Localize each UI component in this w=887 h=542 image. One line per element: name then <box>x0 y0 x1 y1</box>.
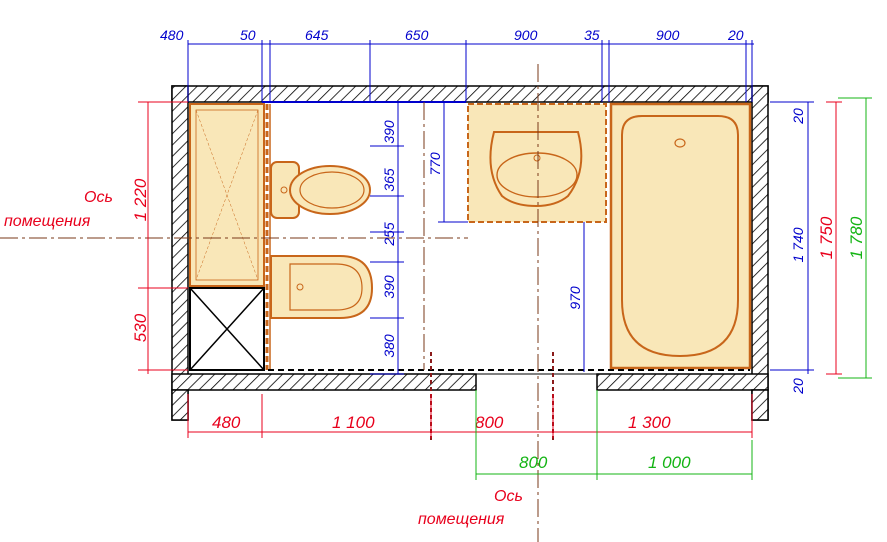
bottom-dimension-chain-red <box>187 394 753 438</box>
dim-right-20-top: 20 <box>790 108 806 125</box>
dim-bottom-green-800: 800 <box>519 453 548 472</box>
wall-right <box>751 85 769 421</box>
dim-left-530: 530 <box>131 313 150 342</box>
fixture-dimension-chain <box>370 101 404 375</box>
toilet <box>270 161 371 219</box>
dim-right-1780: 1 780 <box>847 216 866 259</box>
shaft-box <box>189 287 265 371</box>
axis-label-left-2: помещения <box>4 213 91 230</box>
wall-top <box>171 85 769 103</box>
dim-bottom-480: 480 <box>212 413 241 432</box>
dim-basin-970: 970 <box>567 286 583 310</box>
washbasin <box>467 103 607 223</box>
dim-right-20-bottom: 20 <box>790 378 806 395</box>
dim-fixture-3: 255 <box>381 222 397 247</box>
dim-basin-770: 770 <box>427 152 443 176</box>
axis-label-bottom-1: Ось <box>494 488 523 505</box>
dim-bottom-800: 800 <box>475 413 504 432</box>
dim-top-1: 480 <box>160 27 184 43</box>
wall-stub-right <box>751 389 769 421</box>
dim-fixture-5: 380 <box>381 334 397 358</box>
right-dimension-lines <box>770 97 872 379</box>
dim-fixture-2: 365 <box>381 168 397 192</box>
dim-bottom-1300: 1 300 <box>628 413 671 432</box>
dim-right-1740: 1 740 <box>790 227 806 262</box>
basin-dimension-lines <box>438 102 585 372</box>
dim-top-3: 645 <box>305 27 329 43</box>
dim-left-1220: 1 220 <box>131 178 150 221</box>
dim-right-1750: 1 750 <box>817 216 836 259</box>
bottom-dimension-chain-green <box>475 390 753 480</box>
dim-top-8: 20 <box>727 27 744 43</box>
axis-label-left-1: Ось <box>84 189 113 206</box>
axis-label-bottom-2: помещения <box>418 511 505 528</box>
dim-top-7: 900 <box>656 27 680 43</box>
bidet <box>270 255 374 319</box>
left-dimension-chain <box>138 101 188 374</box>
bathtub <box>609 102 752 370</box>
dim-top-5: 900 <box>514 27 538 43</box>
dim-bottom-green-1000: 1 000 <box>648 453 691 472</box>
top-dimension-chain <box>187 40 754 102</box>
wall-bottom-right <box>596 373 769 391</box>
cabinet <box>189 103 265 287</box>
top-dimension-labels: 480 50 645 650 900 35 900 20 <box>160 27 744 43</box>
dim-top-4: 650 <box>405 27 429 43</box>
dim-top-6: 35 <box>584 27 600 43</box>
dim-bottom-1100: 1 100 <box>332 413 375 432</box>
dim-fixture-4: 390 <box>381 275 397 299</box>
wall-stub-left <box>171 389 189 421</box>
dim-top-2: 50 <box>240 27 256 43</box>
dim-fixture-1: 390 <box>381 120 397 144</box>
